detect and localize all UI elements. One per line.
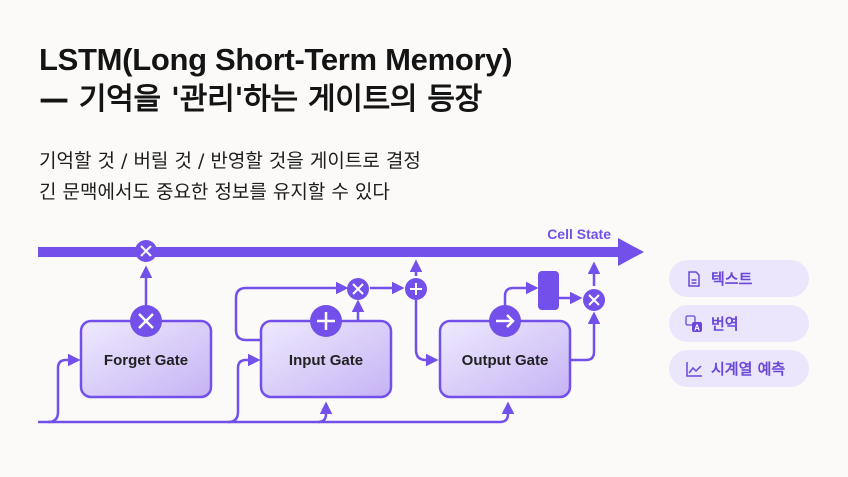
svg-text:A: A bbox=[694, 323, 700, 332]
svg-text:Forget Gate: Forget Gate bbox=[104, 352, 188, 369]
cell-state-line bbox=[38, 238, 644, 266]
to-forget-gate bbox=[47, 353, 81, 424]
line-chart-icon bbox=[685, 360, 703, 378]
input-loop bbox=[234, 281, 349, 342]
multiply-icon bbox=[130, 305, 162, 337]
arrow-right-icon bbox=[489, 305, 521, 337]
svg-text:Output Gate: Output Gate bbox=[462, 352, 549, 369]
application-label: 텍스트 bbox=[711, 270, 753, 288]
input-multiply-operator bbox=[347, 278, 369, 300]
subtitle: 기억할 것 / 버릴 것 / 반영할 것을 게이트로 결정 긴 문맥에서도 중요… bbox=[39, 146, 421, 208]
to-input-gate-bottom bbox=[317, 401, 333, 424]
subtitle-line-1: 기억할 것 / 버릴 것 / 반영할 것을 게이트로 결정 bbox=[39, 150, 421, 172]
title-line-2: — 기억을 '관리'하는 게이트의 등장 bbox=[39, 82, 482, 117]
application-label: 번역 bbox=[711, 315, 739, 333]
add-operator bbox=[405, 278, 427, 300]
add-to-output-gate bbox=[414, 300, 439, 367]
application-label: 시계열 예측 bbox=[711, 360, 786, 378]
title-line-1: LSTM(Long Short-Term Memory) bbox=[39, 42, 513, 77]
document-icon bbox=[685, 270, 703, 288]
plus-icon bbox=[310, 305, 342, 337]
output-to-tanh bbox=[503, 281, 539, 308]
subtitle-line-2: 긴 문맥에서도 중요한 정보를 유지할 수 있다 bbox=[39, 181, 390, 203]
tanh-block bbox=[538, 271, 559, 310]
application-pill-translation: A 번역 bbox=[669, 305, 809, 342]
output-gate-to-multiply bbox=[570, 311, 601, 362]
connections bbox=[38, 259, 601, 424]
to-input-gate bbox=[227, 353, 261, 424]
cell-state-label: Cell State bbox=[547, 226, 611, 242]
forget-gate: Forget Gate bbox=[79, 319, 213, 399]
translate-icon: A bbox=[685, 314, 703, 333]
output-gate: Output Gate bbox=[438, 319, 572, 399]
cell-state-arrowhead bbox=[618, 238, 644, 266]
page-title: LSTM(Long Short-Term Memory) — 기억을 '관리'하… bbox=[39, 40, 513, 120]
application-pill-time-series: 시계열 예측 bbox=[669, 350, 809, 387]
cell-multiply-operator bbox=[135, 240, 157, 262]
application-pill-text: 텍스트 bbox=[669, 260, 809, 297]
output-multiply-operator bbox=[583, 289, 605, 311]
svg-text:Input Gate: Input Gate bbox=[289, 352, 363, 369]
bottom-input-line bbox=[38, 401, 515, 424]
